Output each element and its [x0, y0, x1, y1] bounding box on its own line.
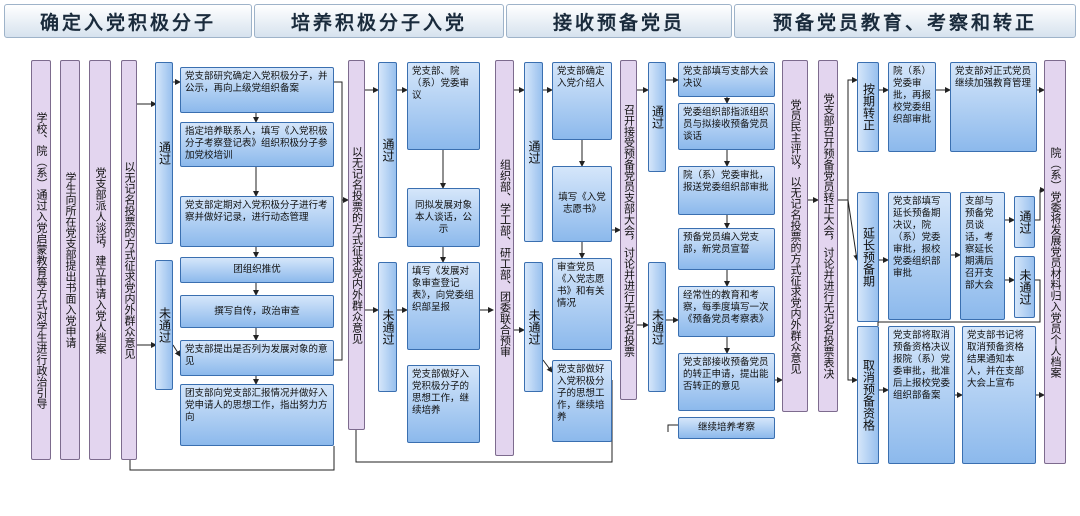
label-pass-stage3: 通过 [524, 62, 543, 242]
box-autobiography: 撰写自传，政治审查 [180, 295, 334, 328]
label-fail-stage3: 未通过 [524, 262, 543, 392]
box-probation-application: 党支部接收预备党员的转正申请，提出能否转正的意见 [678, 353, 775, 411]
column-democratic-review: 党员民主评议，以无记名投票的方式征求党内外群众意见 [782, 60, 808, 412]
box-cancel-notify: 党支部书记将取消预备资格结果通知本人，并在支部大会上宣布 [962, 326, 1036, 464]
box-continue-education: 党支部对正式党员继续加强教育管理 [950, 62, 1037, 152]
box-periodic-review: 党支部定期对入党积极分子进行考察并做好记录，进行动态管理 [180, 196, 334, 247]
column-joint-pre-review: 组织部、学工部、研工部、团委联合预审 [495, 60, 514, 456]
label-fail-stage2: 未通过 [378, 262, 397, 392]
box-assign-contact: 指定培养联系人，填写《入党积极分子考察登记表》组织积极分子参加党校培训 [180, 122, 334, 167]
label-on-time: 按期转正 [857, 62, 879, 152]
stage-header-1: 确定入党积极分子 [4, 4, 252, 38]
label-pass-stage4: 通过 [648, 62, 666, 172]
label-fail-stage4: 未通过 [648, 262, 666, 392]
box-review-application: 审查党员《入党志愿书》和有关情况 [552, 258, 612, 350]
box-continue-observe: 继续培养考察 [678, 417, 775, 439]
column-political-guidance: 学校、院（系）通过入党启蒙教育等方式对学生进行政治引导 [31, 60, 51, 460]
stage-header-3: 接收预备党员 [506, 4, 732, 38]
label-pass-stage2: 通过 [378, 62, 397, 238]
box-extend-resolution: 党支部填写延长预备期决议，院（系）党委审批，报校党委组织部审批 [888, 192, 951, 320]
box-determine-sponsor: 党支部确定入党介绍人 [552, 62, 612, 140]
label-cancel: 取消预备资格 [857, 326, 879, 464]
column-written-application: 学生向所在党支部提出书面入党申请 [60, 60, 80, 460]
label-fail-extend: 未通过 [1014, 256, 1035, 318]
box-continue-cultivate-2: 党支部做好入党积极分子的思想工作，继续培养 [407, 365, 480, 443]
label-extend: 延长预备期 [857, 192, 879, 322]
box-branch-opinion: 党支部提出是否列为发展对象的意见 [180, 340, 334, 376]
column-anonymous-vote-1: 以无记名投票的方式征求党内外群众意见 [121, 60, 137, 460]
box-committee-review: 党支部、院（系）党委审议 [407, 62, 480, 150]
box-quarterly-review: 经常性的教育和考察，每季度填写一次《预备党员考察表》 [678, 286, 775, 337]
box-organizer-talk: 党委组织部指派组织员与拟接收预备党员谈话 [678, 103, 775, 150]
box-league-report: 团支部向党支部汇报情况并做好入党申请人的思想工作，指出努力方向 [180, 384, 334, 446]
box-fill-application: 填写《入党志愿书》 [552, 166, 612, 242]
box-extend-talk: 支部与预备党员谈话，考察延长期满后召开支部大会 [960, 192, 1005, 320]
box-meeting-resolution: 党支部填写支部大会决议 [678, 62, 775, 97]
box-continue-cultivate-3: 党支部做好入党积极分子的思想工作，继续培养 [552, 360, 612, 442]
box-dept-approve-regular: 院（系）党委审批，再报校党委组织部审批 [888, 62, 936, 152]
label-pass-extend: 通过 [1014, 196, 1035, 248]
stage-header-4: 预备党员教育、考察和转正 [734, 4, 1076, 38]
box-dept-approval: 院（系）党委审批，报送党委组织部审批 [678, 166, 775, 215]
column-archive-file: 院（系）党委将发展党员材料归入党员个人档案 [1044, 60, 1066, 464]
box-candidate-talk: 同拟发展对象本人谈话，公示 [407, 188, 480, 247]
column-anonymous-vote-2: 以无记名投票的方式征求党内外群众意见 [348, 60, 365, 430]
stage-header-2: 培养积极分子入党 [254, 4, 504, 38]
box-league-recommend: 团组织推优 [180, 257, 334, 283]
box-confirm-activist: 党支部研究确定入党积极分子，并公示，再向上级党组织备案 [180, 67, 334, 113]
column-talk-and-file: 党支部派人谈话，建立申请入党人档案 [89, 60, 111, 460]
box-review-form: 填写《发展对象审查登记表》，向党委组织部呈报 [407, 262, 480, 350]
label-fail-stage1: 未通过 [155, 260, 173, 390]
box-oath: 预备党员编入党支部，新党员宣誓 [678, 228, 775, 270]
label-pass-stage1: 通过 [155, 62, 173, 244]
column-regularization-meeting: 党支部召开预备党员转正大会，讨论并进行无记名投票表决 [818, 60, 838, 412]
box-cancel-resolution: 党支部将取消预备资格决议报院（系）党委审批，批准后上报校党委组织部备案 [888, 326, 955, 464]
column-branch-meeting: 召开接受预备党员支部大会，讨论并进行无记名投票 [620, 60, 637, 400]
